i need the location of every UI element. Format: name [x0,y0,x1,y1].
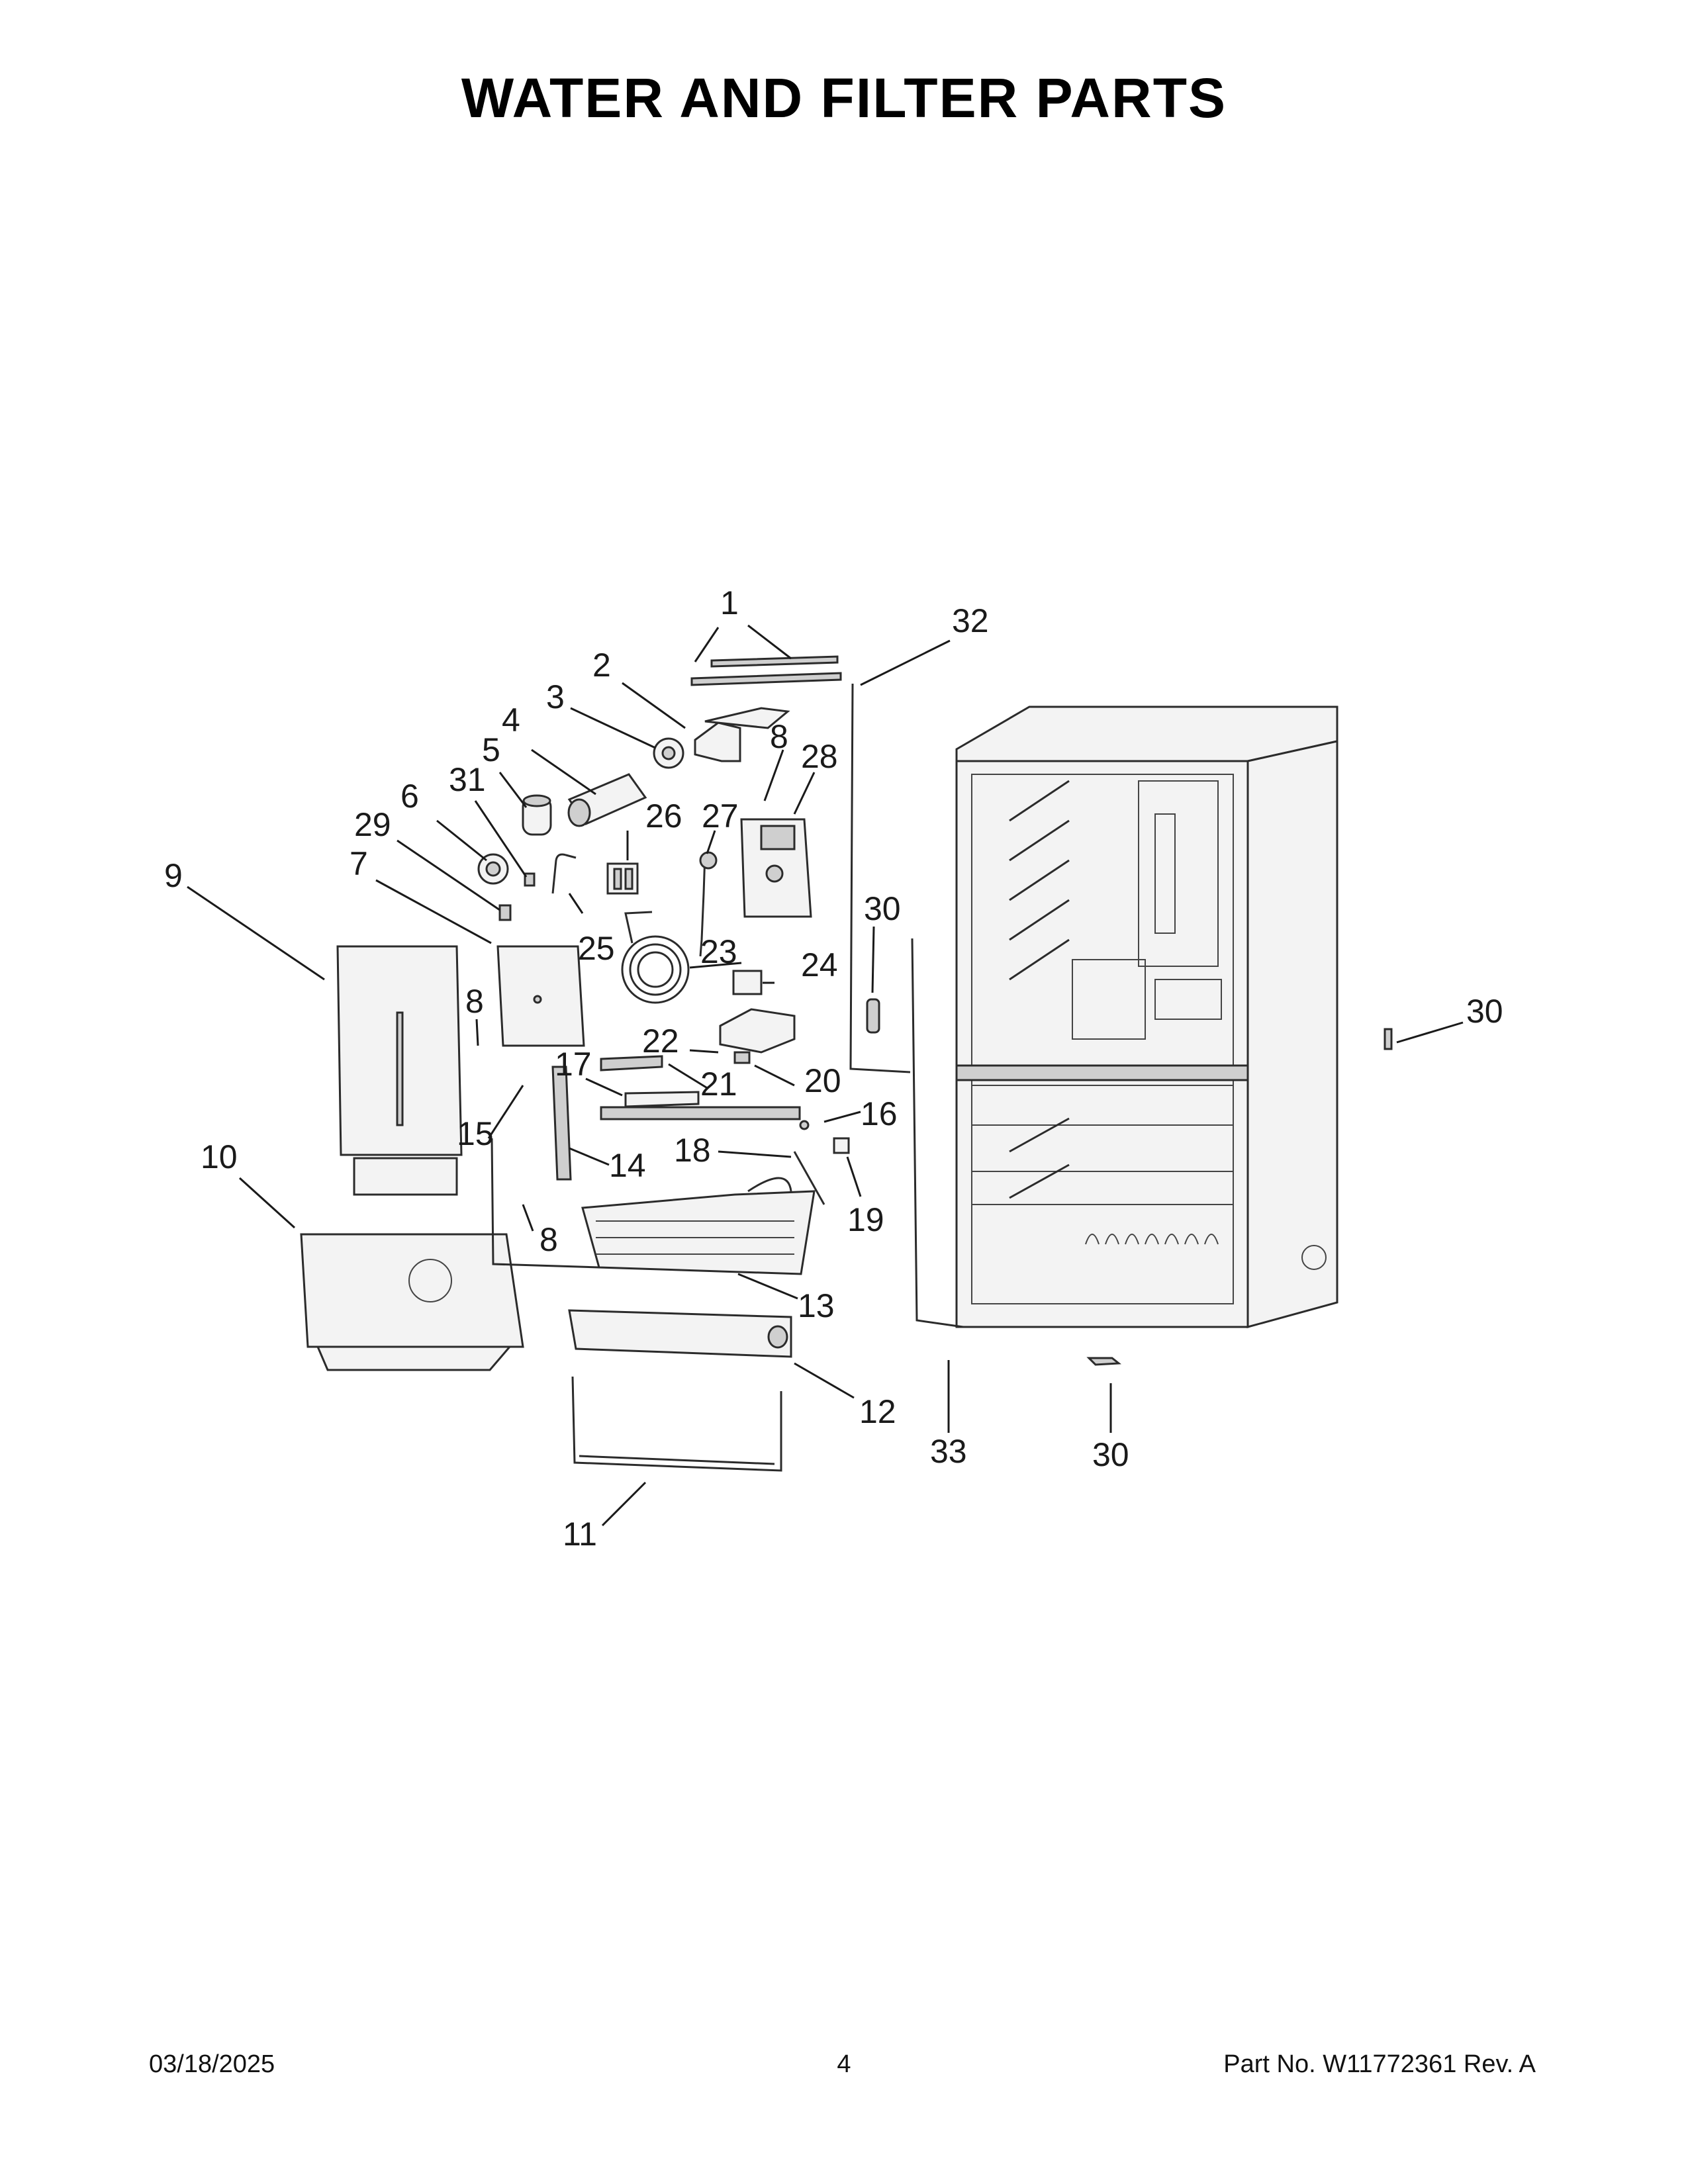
callout-6: 6 [400,778,419,815]
part-6-knob [477,853,509,885]
callout-1: 1 [720,584,739,621]
part-7-cover-panel [496,945,585,1047]
part-30-valve-inline [866,998,880,1034]
part-29-clip [498,904,512,921]
part-28-control-board [740,818,812,918]
callout-9: 9 [164,857,183,894]
callout-16: 16 [861,1095,898,1132]
footer-part-number: Part No. W11772361 Rev. A [1223,2050,1536,2078]
callout-24: 24 [801,946,838,983]
part-26-switch [606,862,639,895]
callout-19: 19 [847,1201,884,1238]
part-4-filter-housing [567,773,647,827]
part-3-valve [653,737,684,769]
callout-15: 15 [457,1115,494,1152]
part-25-tube [551,853,577,894]
part-18-thermistor [793,1151,825,1205]
callout-8-lower: 8 [539,1221,558,1258]
callout-8-upper: 8 [770,718,788,755]
part-24-connector [732,970,763,995]
part-21-bar [600,1055,663,1071]
part-11-heater [571,1376,782,1472]
part-17-block [624,1091,700,1108]
leader-lines [187,624,1464,1527]
part-15-wire [491,1138,600,1269]
callout-11: 11 [563,1516,597,1553]
callout-20: 20 [804,1062,841,1099]
callout-5: 5 [482,731,500,768]
part-30-clip-bottom [1086,1357,1121,1366]
footer-date: 03/18/2025 [149,2050,275,2078]
callout-17: 17 [555,1046,592,1083]
callout-7: 7 [350,845,368,882]
callout-30-lower: 30 [1092,1436,1129,1473]
callout-27: 27 [702,797,739,835]
part-23-tubing-coil [621,911,690,1004]
footer-page-number: 4 [837,2050,851,2078]
callout-3: 3 [546,678,565,715]
part-14-strip [551,1066,572,1181]
freezer-basket-ribs [1085,1234,1219,1245]
part-16-sensor [600,1106,810,1130]
part-13-evaporator-coil [581,1177,816,1275]
part-2-bracket [694,707,790,762]
part-33-water-line [911,938,964,1328]
callout-4: 4 [502,702,520,739]
callout-21: 21 [700,1066,737,1103]
part-12-drain-trough [568,1309,792,1358]
callout-10: 10 [201,1138,238,1175]
callout-28: 28 [801,738,838,775]
callout-29: 29 [354,806,391,843]
refrigerator-cabinet-illustration [955,705,1338,1328]
callout-23: 23 [700,933,737,970]
callout-32: 32 [952,602,989,639]
part-19-clip [833,1137,850,1154]
callout-25: 25 [578,930,615,967]
callout-30-upper: 30 [864,890,901,927]
callout-8-middle: 8 [465,983,484,1020]
part-30-clip-right [1383,1028,1393,1050]
part-10-evaporator-cover [300,1233,524,1371]
callout-22: 22 [642,1023,679,1060]
callout-30-right: 30 [1466,993,1503,1030]
part-1-rails [690,655,842,686]
callout-12: 12 [859,1393,896,1430]
callout-26: 26 [645,797,682,835]
callout-31: 31 [449,761,486,798]
part-32-water-line [849,683,911,1073]
part-5-filter-cap [522,794,552,836]
callout-14: 14 [609,1147,646,1184]
part-9-panel [336,945,463,1196]
part-31-clip [524,872,536,887]
part-22-ice-maker-assembly [719,1008,796,1064]
callout-2: 2 [592,647,611,684]
callout-18: 18 [674,1132,711,1169]
callout-33: 33 [930,1433,967,1470]
callout-13: 13 [798,1287,835,1324]
page-title: WATER AND FILTER PARTS [461,67,1227,129]
cabinet-shelf-rails [1009,780,1070,1199]
